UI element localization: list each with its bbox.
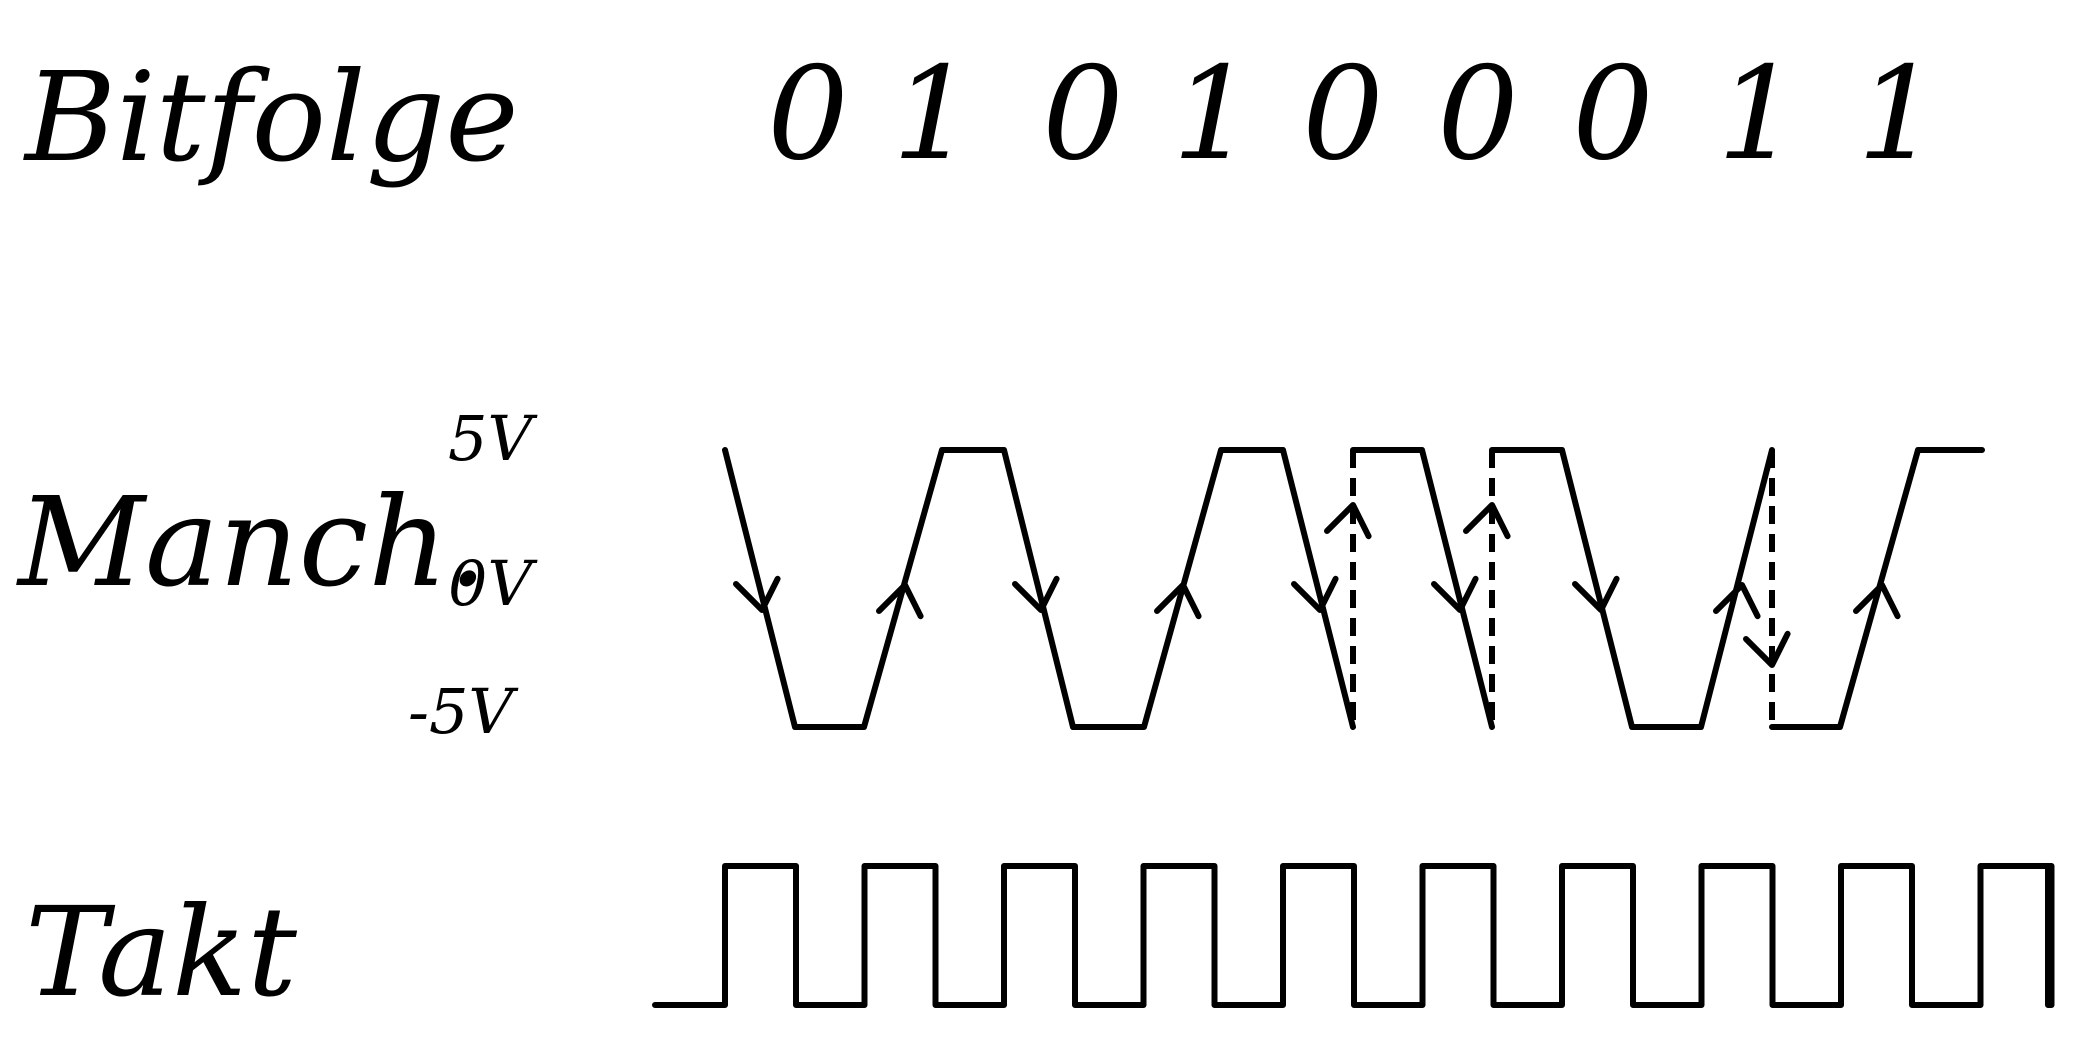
transition-arrows [733,502,1901,668]
bit-digit: 0 [1042,40,1123,189]
manchester-signal [722,447,1985,730]
clock-signal [652,863,2055,1008]
up-transition-arrow [1154,582,1202,620]
up-transition-arrow [1713,582,1761,620]
dashed-transition-arrow [1324,502,1372,540]
down-transition-arrow [1291,575,1339,613]
down-transition-arrow [733,575,781,613]
bitfolge-label: Bitfolge [23,46,519,190]
bit-digit: 0 [1302,40,1383,189]
manchester-waveform [722,447,1985,730]
down-transition-arrow [1012,575,1060,613]
up-transition-arrow [876,582,924,620]
takt-label: Takt [25,881,298,1025]
bit-digit: 0 [767,40,848,189]
voltage-low-label: -5V [408,675,519,748]
up-transition-arrow [1853,582,1901,620]
bit-digit: 1 [1172,40,1253,189]
bit-digit: 1 [1717,40,1798,189]
bit-digit: 0 [1572,40,1653,189]
dashed-transition-arrow [1743,630,1791,668]
dashed-transition-arrow [1463,502,1511,540]
bit-digit: 1 [1857,40,1938,189]
bit-digit: 1 [892,40,973,189]
voltage-zero-label: 0V [448,547,538,620]
down-transition-arrow [1431,575,1479,613]
bit-digit: 0 [1437,40,1518,189]
voltage-high-label: 5V [448,402,538,475]
down-transition-arrow [1572,575,1620,613]
manchester-label: Manch. [16,471,487,615]
